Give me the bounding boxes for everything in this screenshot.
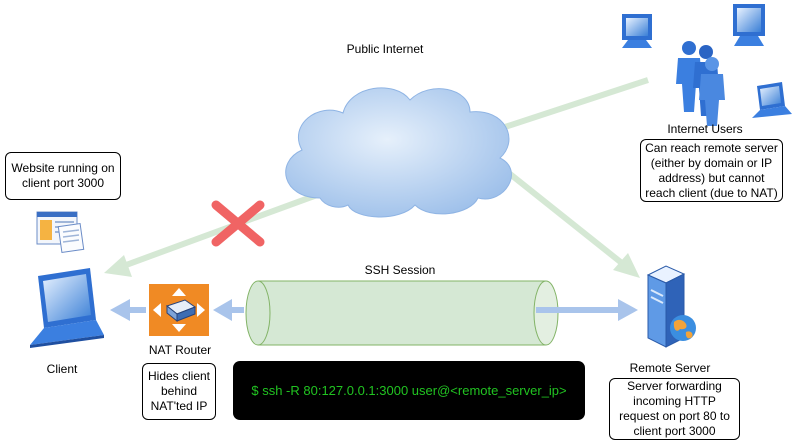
cloud-to-client-arrow [104,192,319,277]
person-icon [699,57,725,126]
server-icon [646,265,696,348]
ssh-session-label: SSH Session [364,263,436,277]
x-mark-icon [211,200,265,247]
cloud-to-users-link [504,77,649,130]
ssh-tunnel [245,280,559,346]
router-to-client-arrow [110,299,146,321]
users-icon [622,4,792,126]
nat-note: Hides client behind NAT'ted IP [142,363,216,420]
desktop-monitor-icon [733,4,765,46]
desktop-monitor-icon [622,14,652,48]
laptop-icon [752,82,792,118]
website-note: Website running on client port 3000 [5,152,121,200]
ssh-command-text: $ ssh -R 80:127.0.0.1:3000 user@<remote_… [251,383,567,398]
ssh-command-box: $ ssh -R 80:127.0.0.1:3000 user@<remote_… [233,361,585,420]
browser-window-icon [36,211,85,253]
tunnel-to-server-arrow [536,299,638,321]
internet-users-label: Internet Users [667,122,743,136]
server-note: Server forwarding incoming HTTP request … [609,378,740,440]
laptop-icon [30,268,104,348]
public-internet-label: Public Internet [346,42,424,56]
router-icon [149,284,209,336]
cloud-to-server-arrow [503,167,640,278]
nat-router-label: NAT Router [148,343,212,357]
internet-users-note: Can reach remote server (either by domai… [640,139,783,202]
tunnel-to-router-arrow [213,299,244,321]
remote-server-label: Remote Server [629,361,711,375]
cloud-icon [285,87,512,218]
client-label: Client [46,362,78,376]
